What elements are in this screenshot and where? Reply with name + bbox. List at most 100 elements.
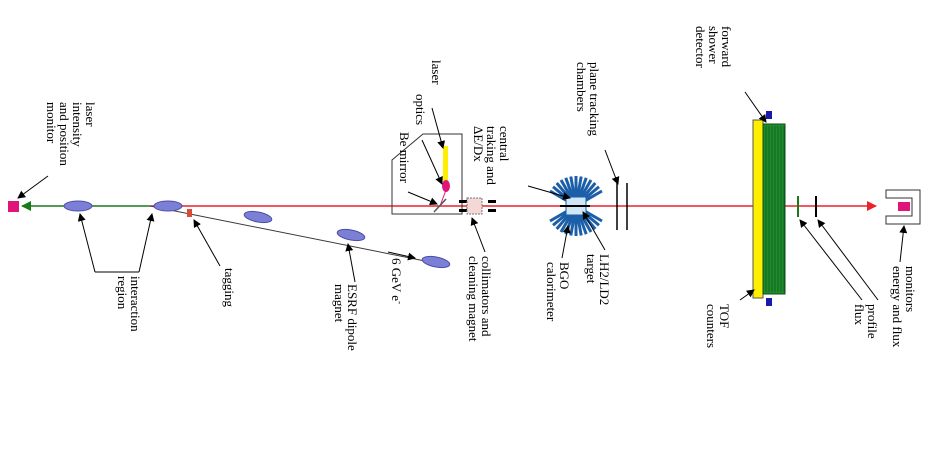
label-line: plane tracking (587, 62, 602, 136)
label-line: laser (429, 60, 444, 85)
label-line: counters (704, 304, 719, 348)
shower-cap-bottom (766, 298, 772, 306)
label-line: monitor (44, 102, 59, 144)
label-line: flux (852, 304, 867, 325)
laser-monitor-box (8, 201, 19, 212)
label-interaction-region: interaction region (115, 276, 143, 332)
label-line: optics (413, 94, 428, 125)
ptr-tof (739, 289, 755, 301)
label-line: Be mirror (397, 132, 412, 184)
label-electrons: 6 GeV e- (389, 258, 405, 304)
label-line: target (584, 254, 599, 284)
interaction-magnet-2 (153, 200, 183, 212)
ptr-interaction-2 (138, 213, 155, 273)
bgo-crystal (575, 176, 583, 201)
monitor-core (898, 202, 910, 211)
ptr-plane-tracking (604, 149, 620, 185)
collimator-3 (488, 200, 496, 203)
label-line: collimators and (479, 256, 494, 337)
label-line: LH2/LD2 (597, 254, 612, 305)
electron-bend-line (149, 205, 441, 265)
bgo-crystal (575, 211, 583, 236)
label-flux: profile flux (852, 304, 880, 339)
label-collimators: collimators and cleaning magnet (466, 256, 494, 342)
bending-magnet-2 (336, 228, 366, 242)
label-line: calorimeter (544, 262, 559, 322)
interaction-magnet-1 (63, 200, 93, 212)
collimator-4 (488, 209, 496, 212)
label-laser: laser (429, 60, 444, 85)
tof-wall (752, 119, 764, 299)
optics-element (442, 180, 450, 192)
label-line: and position (57, 102, 72, 166)
collimator-1 (459, 200, 467, 203)
ptr-central-tracking (527, 185, 571, 200)
label-line: ΔE/Dx (471, 126, 486, 162)
laser-hutch (391, 133, 463, 215)
label-line: magnet (332, 284, 347, 323)
label-line: BGO (557, 262, 572, 289)
ptr-be-mirror (407, 191, 438, 206)
ptr-flux (799, 219, 863, 301)
bending-magnet-3 (421, 255, 451, 269)
cleaning-magnet (466, 197, 483, 215)
label-line: cleaning magnet (466, 256, 481, 342)
forward-shower-detector (762, 123, 786, 295)
label-line: ESRF dipole (345, 284, 360, 351)
ptr-electrons (387, 251, 416, 261)
label-line: region (115, 276, 130, 310)
label-optics: optics (413, 94, 428, 125)
label-line: forward (719, 26, 734, 68)
ptr-monitors (899, 225, 908, 263)
ptr-interaction-1 (77, 213, 96, 273)
energy-flux-monitor (885, 189, 921, 225)
label-line: energy and flux (890, 266, 905, 348)
label-tof: TOF counters (704, 304, 732, 348)
label-line: monitors (903, 266, 918, 312)
label-line: detector (693, 26, 708, 69)
label-monitors: monitors energy and flux (890, 266, 918, 348)
electrons-superscript: - (395, 301, 405, 304)
bgo-crystal (569, 176, 577, 201)
ptr-laser-monitor (17, 175, 49, 199)
label-laser-monitor: laser intensity and position monitor (44, 102, 98, 166)
label-line: intensity (70, 102, 85, 147)
collimator-2 (459, 209, 467, 212)
label-target: LH2/LD2 target (584, 254, 612, 305)
label-line: laser (83, 102, 98, 127)
label-forward-shower: forward shower detector (693, 26, 734, 69)
ptr-forward-shower (744, 91, 767, 123)
label-line: tagging (222, 268, 237, 307)
label-line: chambers (574, 62, 589, 112)
ptr-tagging (193, 219, 221, 267)
label-electrons-text: 6 GeV e- (389, 258, 405, 304)
laser-source (443, 146, 448, 184)
label-tagging: tagging (222, 268, 237, 307)
bgo-crystal (569, 211, 577, 236)
electrons-main: 6 GeV e (389, 258, 404, 301)
ptr-target (582, 211, 606, 251)
shower-cap-top (766, 111, 772, 119)
label-plane-tracking: plane tracking chambers (574, 62, 602, 136)
be-mirror-element (433, 198, 447, 213)
label-be-mirror: Be mirror (397, 132, 412, 184)
bending-magnet-1 (243, 210, 273, 224)
label-esrf-dipole: ESRF dipole magnet (332, 284, 360, 351)
label-line: central (497, 126, 512, 162)
label-bgo: BGO calorimeter (544, 262, 572, 322)
ptr-profile (817, 219, 879, 301)
label-line: shower (706, 26, 721, 64)
ptr-bgo (561, 225, 571, 259)
ptr-optics (421, 139, 443, 185)
label-line: interaction (128, 276, 143, 332)
ptr-esrf (345, 243, 356, 283)
label-line: traking and (484, 126, 499, 185)
tagging-detector (187, 209, 192, 217)
label-line: profile (865, 304, 880, 339)
label-line: TOF (717, 304, 732, 328)
label-central-tracking: central traking and ΔE/Dx (471, 126, 512, 185)
ptr-collimators (470, 217, 486, 253)
ptr-laser (431, 107, 446, 149)
shower-lines (765, 126, 785, 292)
